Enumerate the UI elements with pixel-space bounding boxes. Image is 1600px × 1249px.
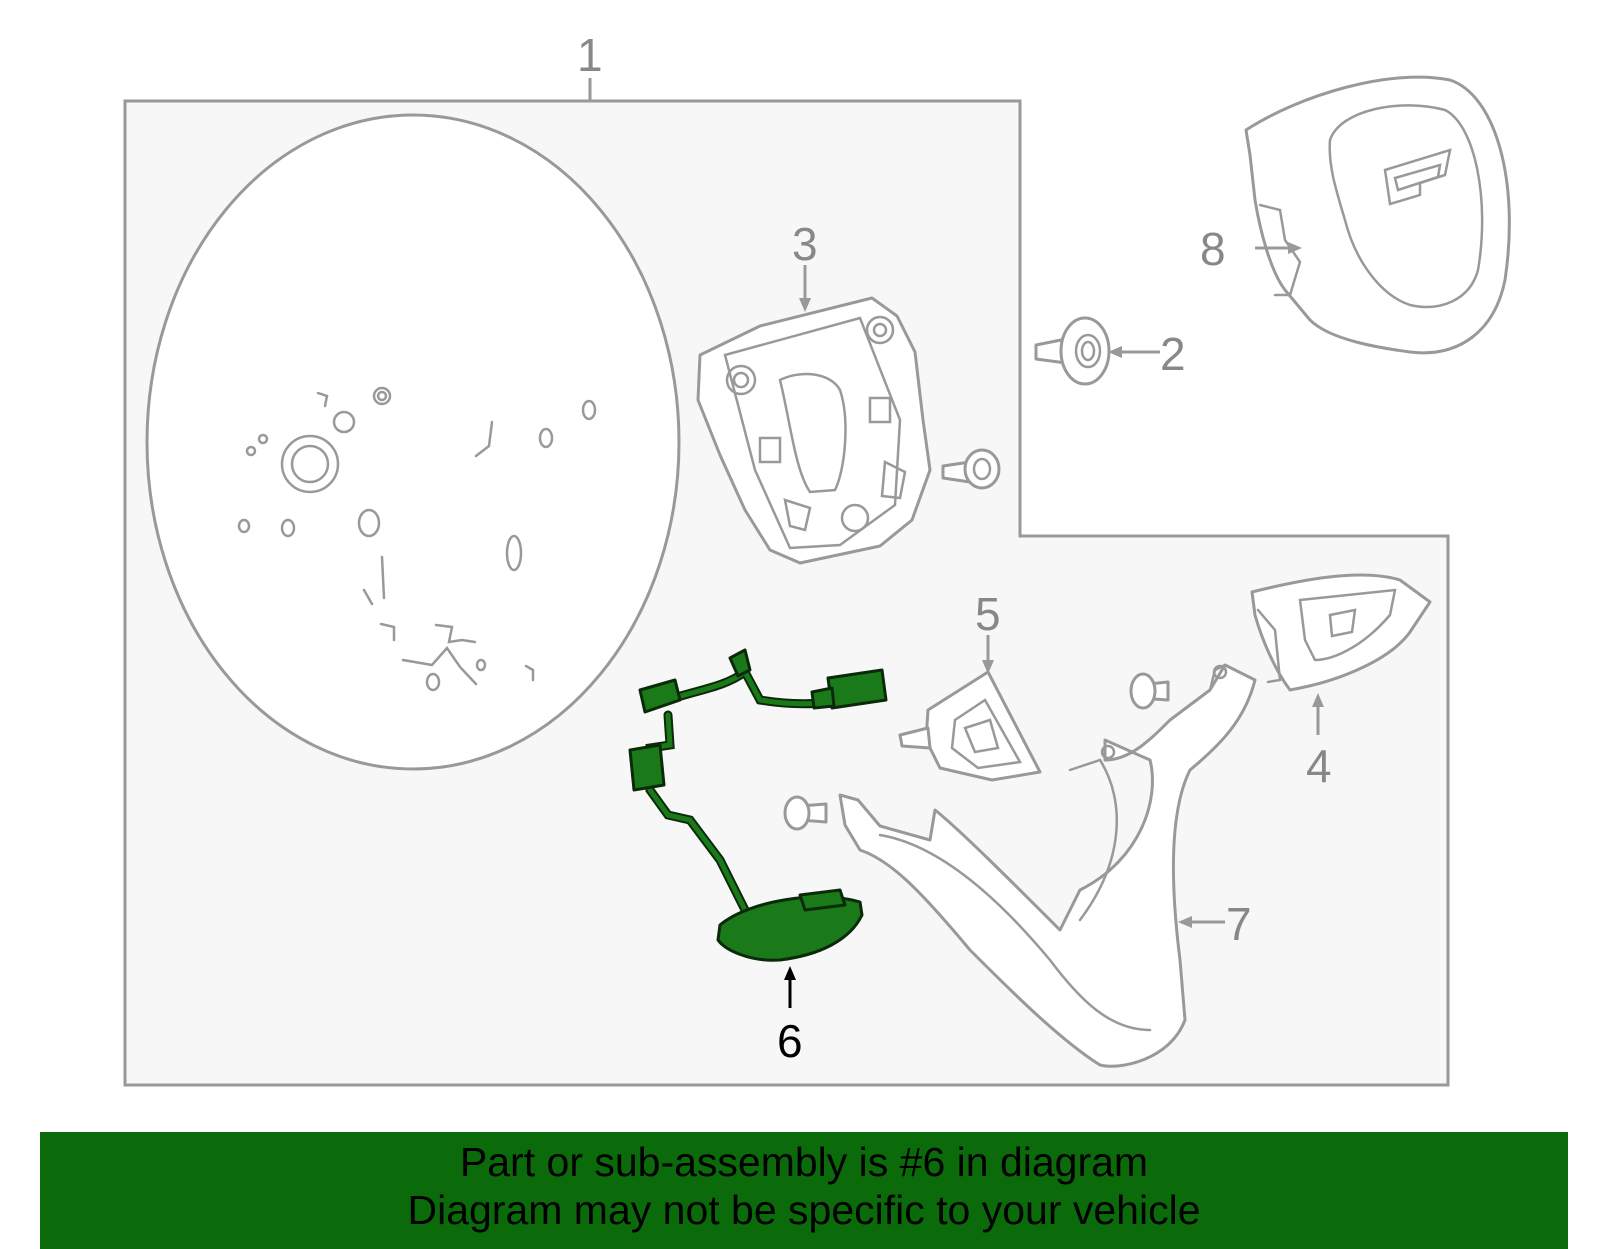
callout-7: 7 [1226, 898, 1252, 950]
control-module [696, 296, 932, 565]
notice-banner: Part or sub-assembly is #6 in diagram Di… [40, 1132, 1568, 1249]
callout-8: 8 [1200, 223, 1226, 275]
parts-diagram: 1 2 3 4 5 6 7 8 [123, 29, 1511, 1087]
switch-right [1250, 573, 1432, 692]
trim-screw-top [1129, 672, 1170, 710]
callout-arrows [784, 242, 1324, 1008]
trim-cover [838, 663, 1257, 1068]
bolt [1034, 316, 1111, 386]
wiring-harness [628, 648, 888, 962]
module-screw [941, 448, 1001, 490]
callout-2: 2 [1160, 328, 1186, 380]
callout-6: 6 [777, 1015, 803, 1067]
trim-screw-left [783, 795, 828, 831]
callout-3: 3 [792, 218, 818, 270]
notice-line-disclaimer: Diagram may not be specific to your vehi… [407, 1187, 1201, 1233]
callout-4: 4 [1306, 740, 1332, 792]
steering-wheel [145, 113, 681, 771]
airbag-module [1244, 75, 1511, 355]
notice-line-part: Part or sub-assembly is #6 in diagram [459, 1139, 1149, 1185]
callout-1: 1 [577, 29, 603, 81]
callout-5: 5 [975, 588, 1001, 640]
